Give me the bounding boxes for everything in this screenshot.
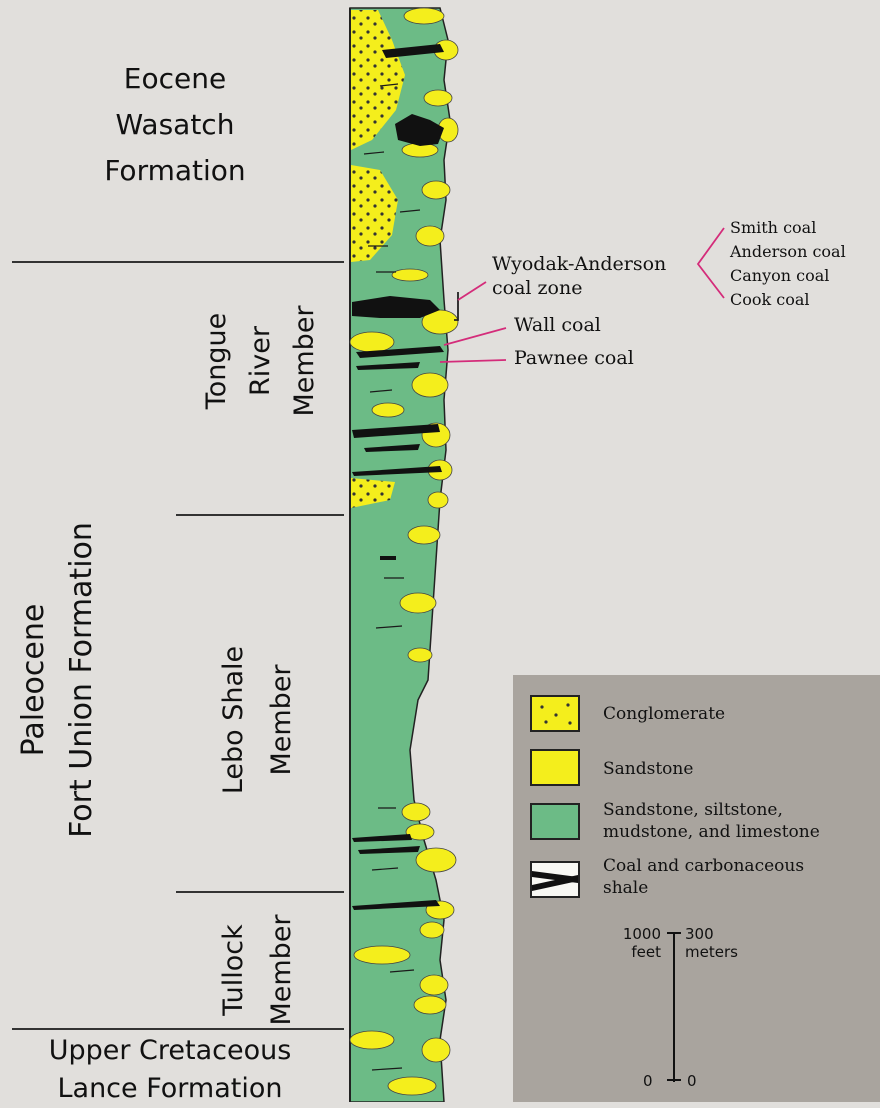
scale-feet-value: 1000 bbox=[605, 925, 661, 943]
scale-left-bottom: 0 bbox=[643, 1072, 653, 1090]
scale-bar bbox=[663, 930, 685, 1085]
canyon-coal-label: Canyon coal bbox=[730, 265, 829, 286]
smith-coal-label: Smith coal bbox=[730, 217, 816, 238]
coal-label-line1: Coal and carbonaceous bbox=[603, 855, 804, 877]
legend-panel: Conglomerate Sandstone Sandstone, siltst… bbox=[513, 675, 880, 1102]
cook-coal-label: Cook coal bbox=[730, 289, 810, 310]
wyodak-line2: coal zone bbox=[492, 276, 666, 300]
sandstone-siltstone-swatch bbox=[530, 803, 580, 840]
pawnee-coal-label: Pawnee coal bbox=[514, 346, 634, 370]
conglomerate-legend-label: Conglomerate bbox=[603, 703, 725, 725]
wyodak-line1: Wyodak-Anderson bbox=[492, 252, 666, 276]
wyodak-anderson-label: Wyodak-Anderson coal zone bbox=[492, 252, 666, 300]
scale-right-bottom: 0 bbox=[687, 1072, 697, 1090]
coal-swatch bbox=[530, 861, 580, 898]
scale-meters-value: 300 bbox=[685, 925, 738, 943]
wall-coal-label: Wall coal bbox=[514, 313, 601, 337]
wyodak-leader bbox=[458, 282, 486, 300]
coal-beds-bracket bbox=[698, 228, 724, 298]
sandstone-swatch bbox=[530, 749, 580, 786]
coal-label-line2: shale bbox=[603, 877, 804, 899]
sandstone-legend-label: Sandstone bbox=[603, 758, 693, 780]
scale-right-top: 300 meters bbox=[685, 925, 738, 961]
conglomerate-swatch bbox=[530, 695, 580, 732]
scale-feet-unit: feet bbox=[605, 943, 661, 961]
coal-legend-label: Coal and carbonaceous shale bbox=[603, 855, 804, 899]
sandstone-siltstone-legend-label: Sandstone, siltstone, mudstone, and lime… bbox=[603, 799, 820, 843]
pawnee-coal-leader bbox=[440, 360, 506, 362]
siltstone-label-line2: mudstone, and limestone bbox=[603, 821, 820, 843]
scale-left-top: 1000 feet bbox=[605, 925, 661, 961]
anderson-coal-label: Anderson coal bbox=[730, 241, 846, 262]
siltstone-label-line1: Sandstone, siltstone, bbox=[603, 799, 820, 821]
scale-meters-unit: meters bbox=[685, 943, 738, 961]
